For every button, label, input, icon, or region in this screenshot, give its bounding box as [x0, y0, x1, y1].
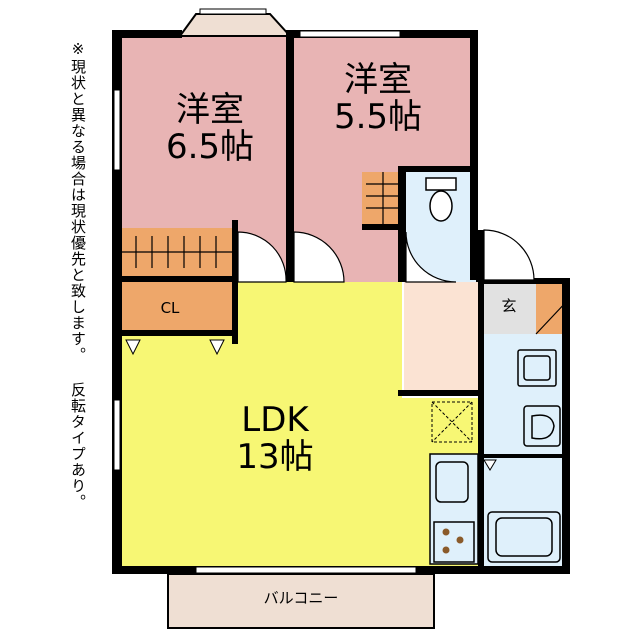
stove-burners: [442, 528, 464, 554]
hallway: [404, 282, 480, 396]
sink: [523, 405, 561, 447]
washing-machine: [517, 349, 557, 387]
room-name: 洋室: [344, 60, 412, 100]
closet-hatch: [120, 172, 569, 335]
room-label-western-left: 洋室 6.5帖: [150, 92, 270, 165]
note-text: ※現状と異なる場合は現状優先と致します。 反転タイプあり。: [69, 40, 87, 510]
entrance: [482, 282, 536, 334]
refrigerator-space: [431, 401, 473, 443]
room-label-closet: CL: [160, 299, 180, 317]
bathtub: [487, 511, 561, 563]
room-label-western-right: 洋室 5.5帖: [316, 62, 440, 135]
room-name: 洋室: [176, 90, 244, 130]
closet-cl: [120, 282, 234, 334]
doors: [237, 229, 535, 283]
room-label-entrance: 玄: [501, 297, 517, 315]
toilet-fixture: [425, 177, 457, 222]
balcony: [167, 573, 435, 629]
closet-door-markers: [125, 339, 497, 471]
room-size: 5.5帖: [333, 96, 423, 137]
room-name: LDK: [241, 400, 309, 440]
room-label-ldk: LDK 13帖: [210, 402, 340, 475]
room-label-balcony: バルコニー: [263, 589, 339, 607]
bay-window: [178, 13, 293, 37]
kitchen-counter: [429, 453, 479, 565]
room-size: 13帖: [236, 436, 314, 477]
room-size: 6.5帖: [165, 126, 255, 167]
windows: [113, 8, 417, 574]
